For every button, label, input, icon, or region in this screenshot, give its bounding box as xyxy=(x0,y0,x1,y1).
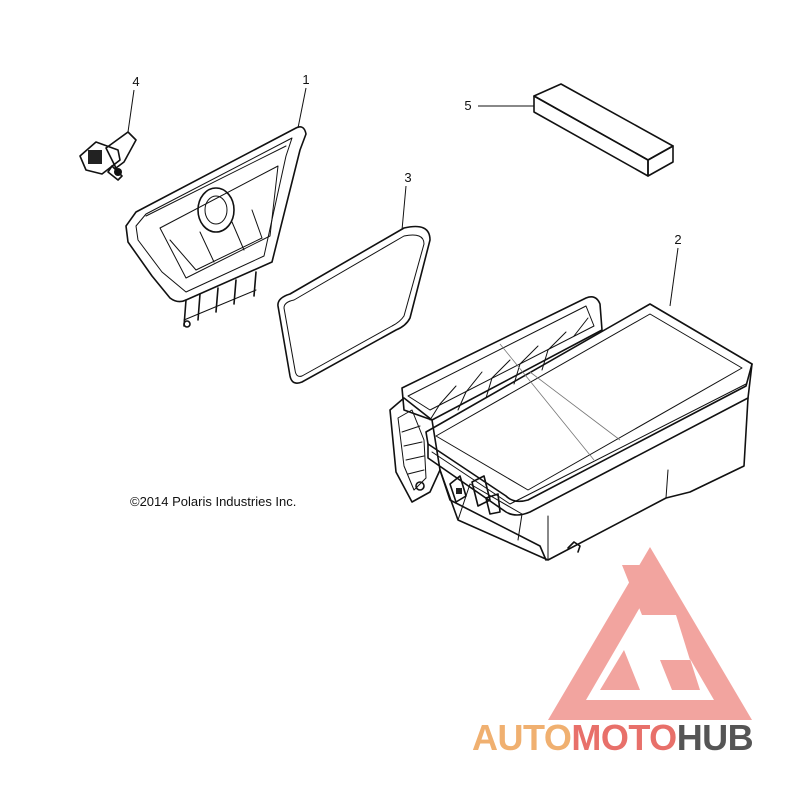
callout-5: 5 xyxy=(464,98,471,113)
leader-4 xyxy=(127,89,135,133)
leader-3 xyxy=(401,185,407,231)
part-5-block xyxy=(533,83,674,177)
part-2-airbox xyxy=(389,296,753,561)
callout-3: 3 xyxy=(404,170,411,185)
watermark-moto: MOTO xyxy=(571,717,676,758)
watermark-hub: HUB xyxy=(677,717,754,758)
leader-1 xyxy=(297,87,307,129)
leader-lines xyxy=(127,87,679,307)
watermark-auto: AUTO xyxy=(472,717,571,758)
callout-2: 2 xyxy=(674,232,681,247)
copyright-text: ©2014 Polaris Industries Inc. xyxy=(130,494,296,509)
leader-2 xyxy=(669,247,679,307)
watermark-text: AUTOMOTOHUB xyxy=(472,717,753,758)
part-4-latch xyxy=(79,131,137,181)
watermark-logo xyxy=(548,547,752,720)
part-1-cover xyxy=(125,126,307,328)
part-3-gasket xyxy=(277,225,431,384)
callout-1: 1 xyxy=(302,72,309,87)
callout-4: 4 xyxy=(132,74,139,89)
